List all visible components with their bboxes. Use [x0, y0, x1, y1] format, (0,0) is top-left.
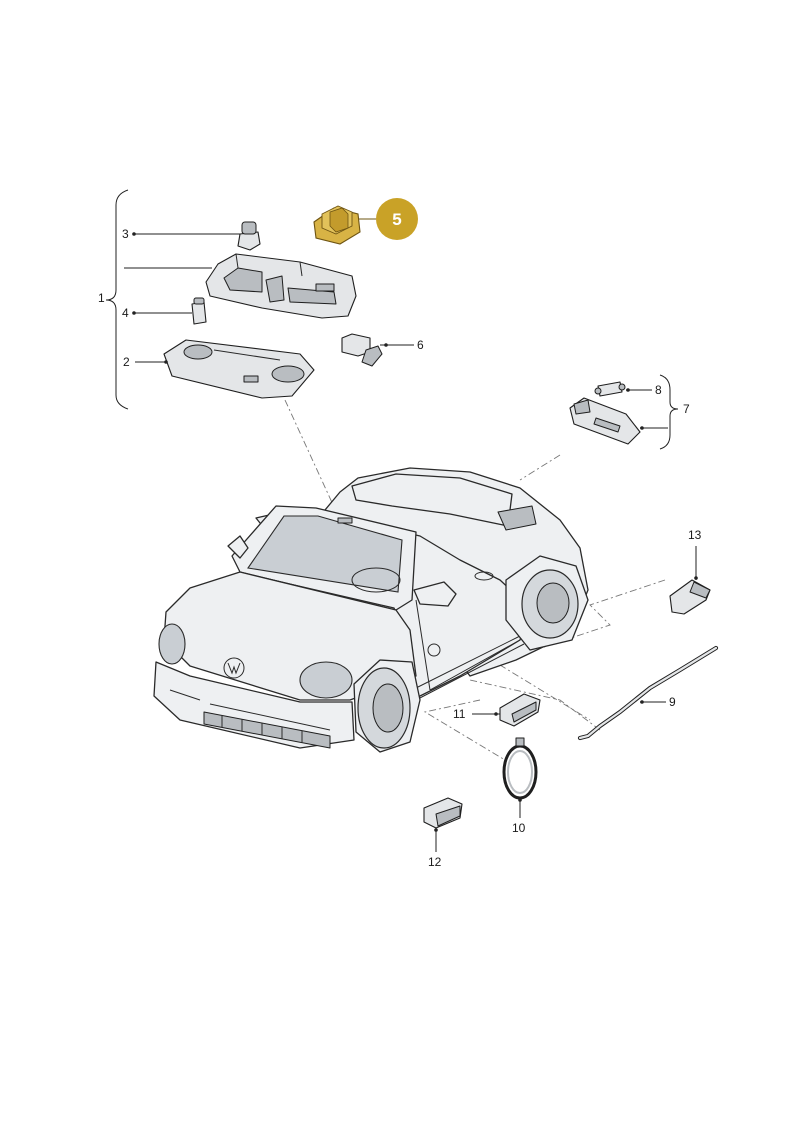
part-1-housing[interactable] — [205, 253, 357, 319]
callout-13-label: 13 — [688, 528, 702, 542]
callout-5-label: 5 — [392, 210, 401, 229]
callout-2: 2 — [123, 355, 168, 369]
callout-6-label: 6 — [417, 338, 424, 352]
callout-3: 3 — [122, 227, 240, 241]
part-8-festoon-bulb[interactable] — [594, 381, 626, 397]
part-10-seal-ring[interactable] — [502, 737, 538, 800]
callout-11-label: 11 — [453, 707, 466, 721]
part-5-badge[interactable]: 5 — [376, 198, 418, 240]
callout-9: 9 — [640, 695, 676, 709]
callout-12: 12 — [428, 828, 442, 869]
part-6-connector[interactable] — [341, 333, 383, 367]
callout-6: 6 — [380, 338, 424, 352]
callout-10-label: 10 — [512, 821, 526, 835]
part-3-clip[interactable] — [237, 221, 261, 251]
callout-1: 1 — [98, 267, 212, 305]
callout-7-label: 7 — [683, 402, 690, 416]
callout-1-label: 1 — [98, 291, 105, 305]
callout-2-label: 2 — [123, 355, 130, 369]
callout-8-label: 8 — [655, 383, 662, 397]
callout-13: 13 — [688, 528, 702, 580]
part-12-connector[interactable] — [423, 797, 463, 829]
callout-9-label: 9 — [669, 695, 676, 709]
group-bracket-1 — [105, 189, 129, 410]
callout-8: 8 — [626, 383, 662, 397]
callout-3-label: 3 — [122, 227, 129, 241]
callout-7: 7 — [640, 402, 690, 430]
part-11-connector[interactable] — [499, 693, 541, 727]
part-4-bulb[interactable] — [191, 297, 207, 325]
part-5-switch-module[interactable] — [313, 205, 376, 245]
part-9-light-guide[interactable] — [577, 645, 719, 741]
group-bracket-7 — [659, 374, 679, 450]
part-7-lamp[interactable] — [569, 397, 641, 445]
callout-12-label: 12 — [428, 855, 442, 869]
callout-4-label: 4 — [122, 306, 129, 320]
callout-4: 4 — [122, 306, 192, 320]
callout-10: 10 — [512, 798, 526, 835]
part-2-cover[interactable] — [163, 339, 315, 399]
callout-11: 11 — [453, 707, 500, 721]
car-illustration — [153, 467, 589, 753]
front-grille — [203, 711, 331, 749]
part-13-door-lamp[interactable] — [669, 579, 711, 615]
